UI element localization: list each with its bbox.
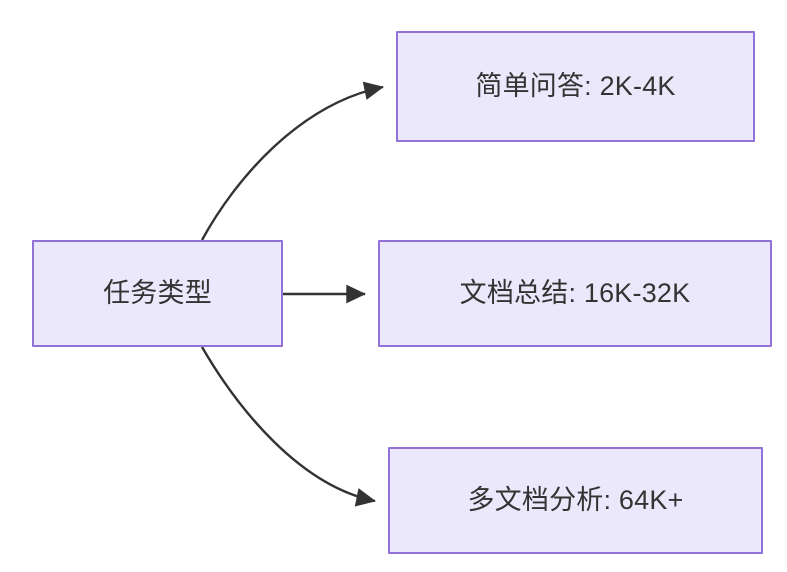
edge-root-to-multidoc-analysis	[200, 346, 376, 507]
edge-root-to-simple-qa	[200, 81, 384, 241]
node-multidoc-analysis[interactable]: 多文档分析: 64K+	[388, 447, 763, 554]
node-simple-qa[interactable]: 简单问答: 2K-4K	[396, 31, 755, 142]
node-doc-summary-label: 文档总结: 16K-32K	[459, 278, 691, 309]
node-task-type[interactable]: 任务类型	[32, 240, 283, 347]
node-simple-qa-label: 简单问答: 2K-4K	[475, 71, 676, 102]
node-multidoc-analysis-label: 多文档分析: 64K+	[467, 485, 684, 516]
node-task-type-label: 任务类型	[103, 278, 212, 309]
node-doc-summary[interactable]: 文档总结: 16K-32K	[378, 240, 772, 347]
